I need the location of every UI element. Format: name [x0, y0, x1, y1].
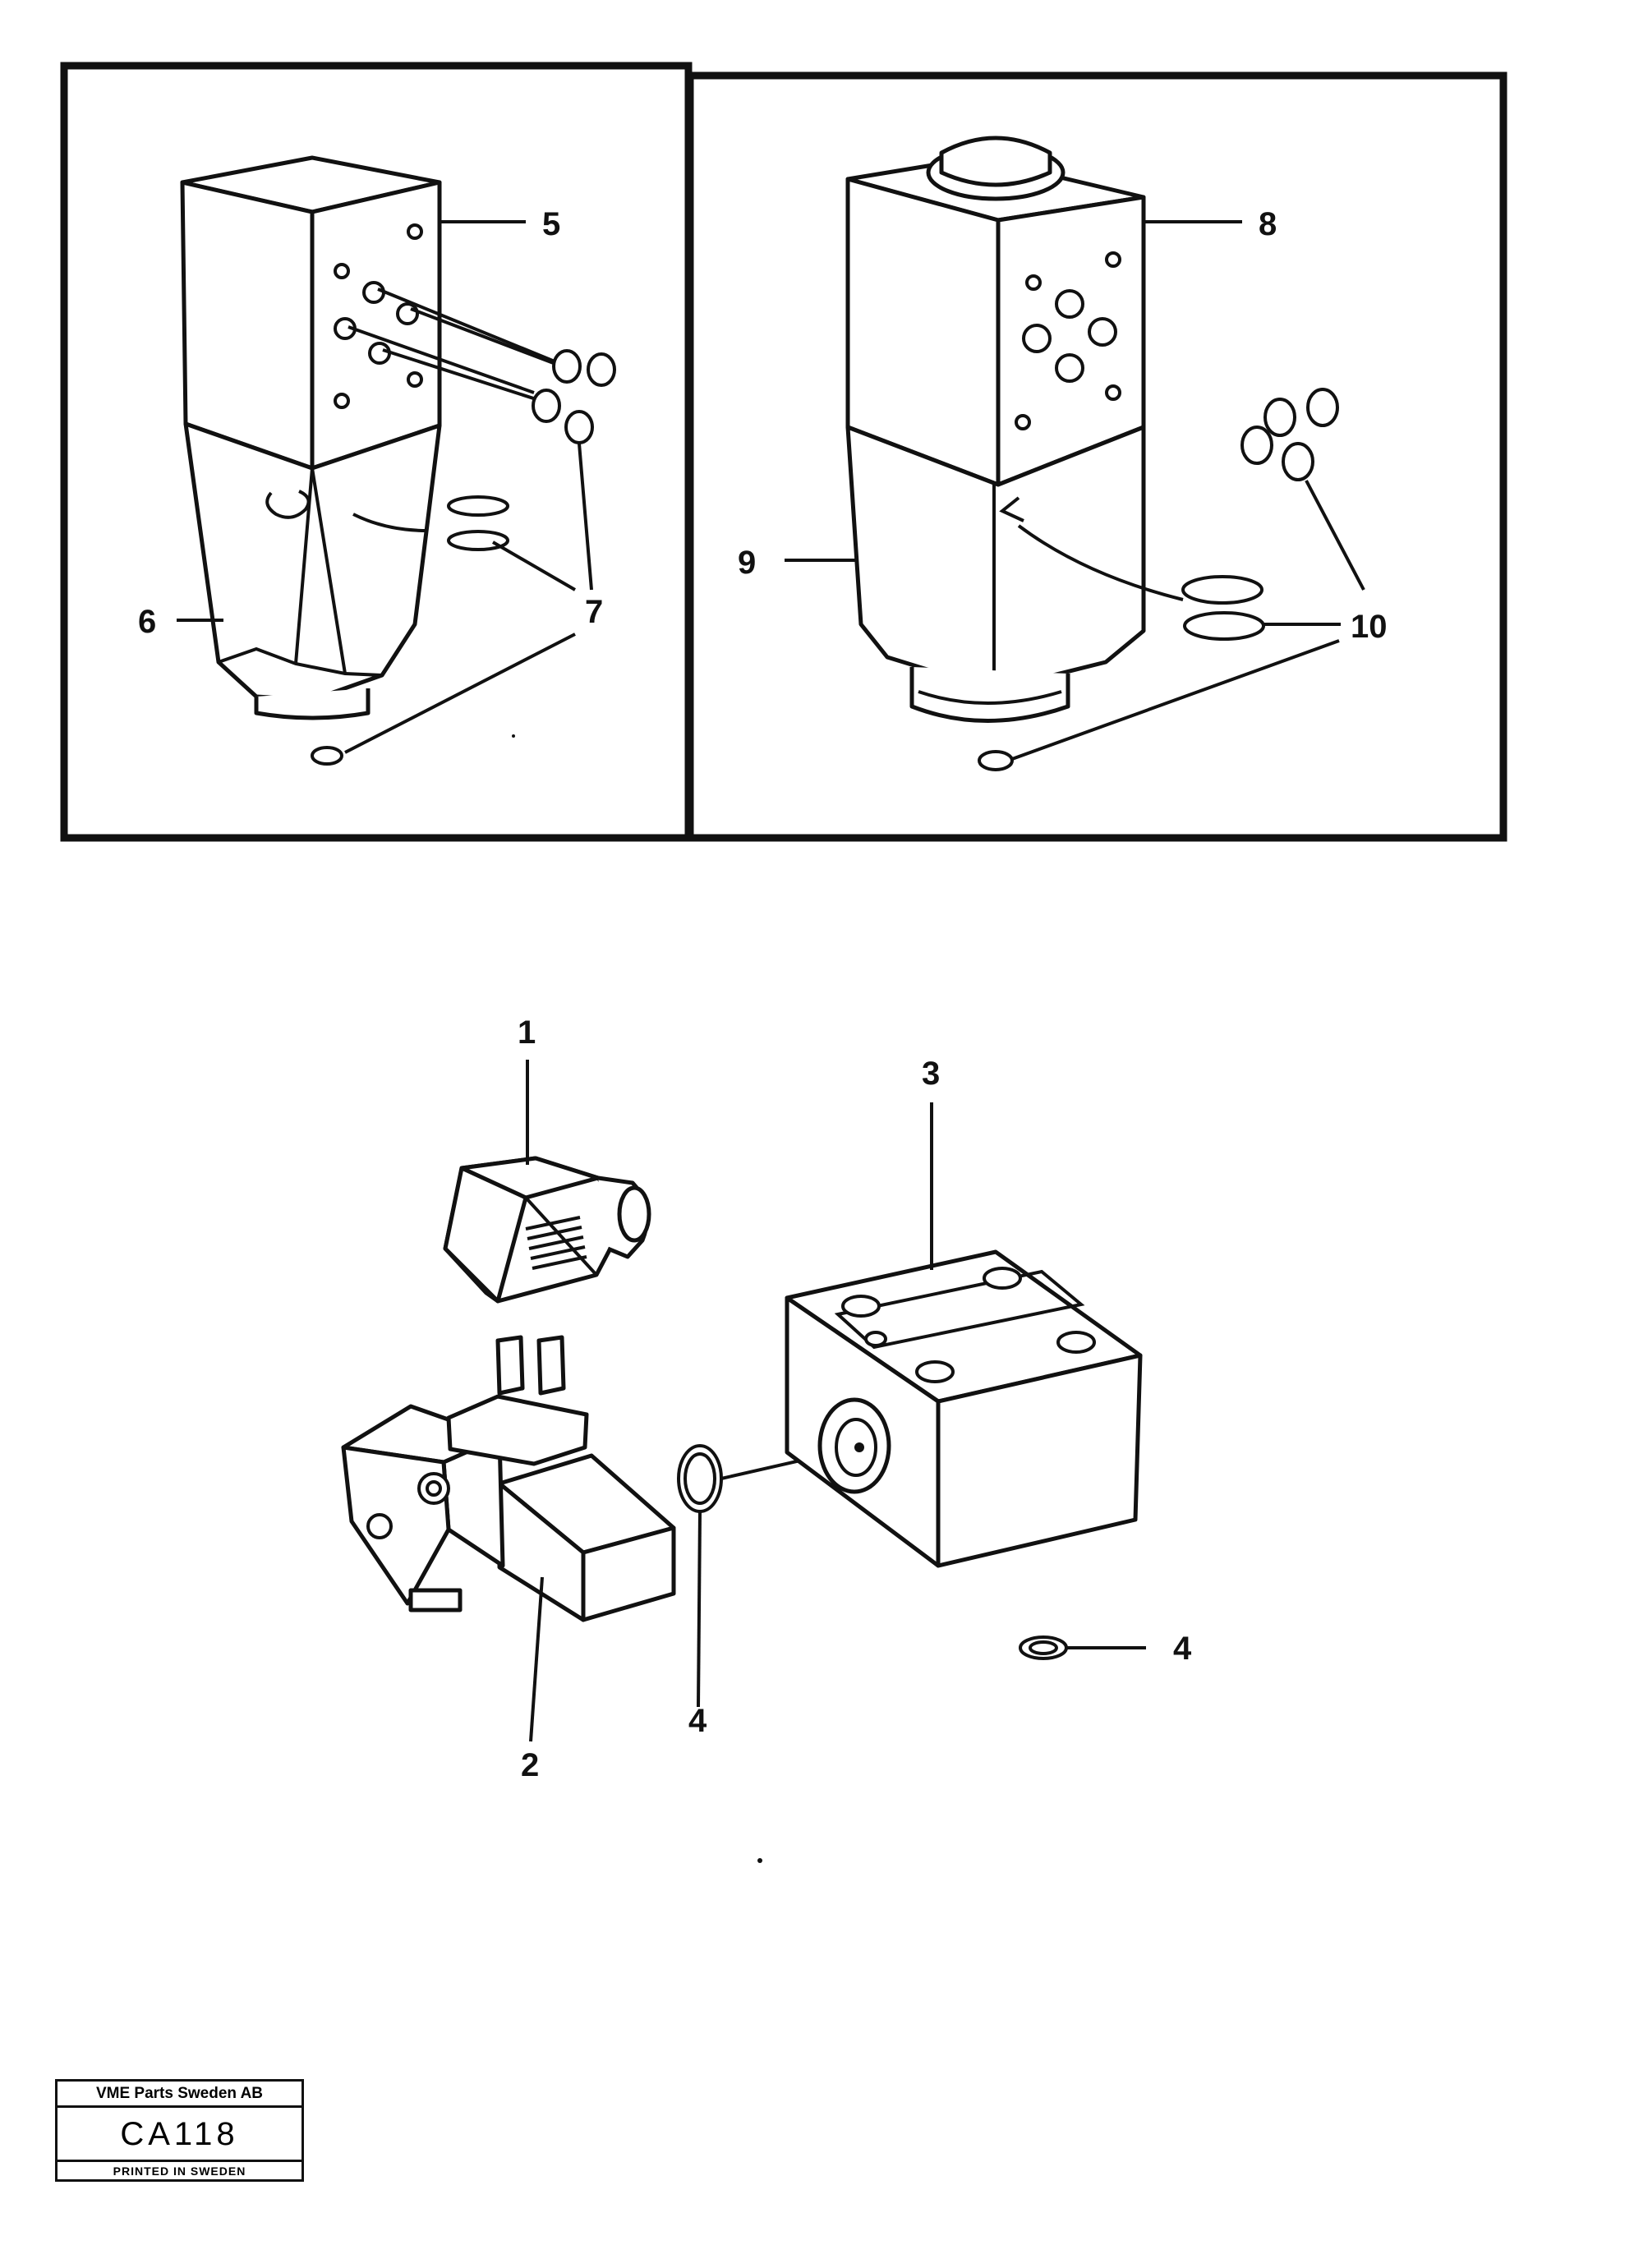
solenoid-coil-part-2 — [341, 1335, 676, 1622]
callout-1: 1 — [518, 1014, 536, 1051]
callout-2: 2 — [521, 1747, 539, 1783]
callout-7-a: 7 — [585, 594, 603, 630]
stamp-company: VME Parts Sweden AB — [58, 2082, 301, 2108]
callout-9: 9 — [738, 545, 756, 581]
valve-body-part-5 — [180, 155, 442, 471]
callout-10-a: 10 — [1351, 609, 1388, 645]
upper-right-panel — [686, 71, 1507, 842]
callout-4-a: 4 — [688, 1703, 707, 1739]
solenoid-coil-part-9 — [845, 425, 1184, 723]
stamp-code: CA118 — [58, 2108, 301, 2162]
callout-3: 3 — [922, 1056, 940, 1092]
o-rings-part-7 — [311, 288, 616, 766]
callout-5: 5 — [542, 206, 560, 242]
leader-lines — [177, 220, 1365, 1742]
solenoid-coil-part-6 — [183, 421, 442, 720]
o-rings-part-10 — [978, 388, 1339, 771]
valve-block-part-3 — [785, 1249, 1143, 1568]
valve-body-part-8 — [845, 136, 1146, 487]
callout-4-b: 4 — [1173, 1631, 1192, 1667]
plug-connector-part-1 — [443, 1156, 651, 1304]
callout-6: 6 — [138, 604, 156, 640]
title-stamp: VME Parts Sweden AB CA118 PRINTED IN SWE… — [55, 2079, 304, 2182]
seal-ring-part-4-right — [1019, 1635, 1068, 1660]
stamp-printed: PRINTED IN SWEDEN — [113, 2164, 246, 2178]
callout-8: 8 — [1259, 206, 1277, 242]
